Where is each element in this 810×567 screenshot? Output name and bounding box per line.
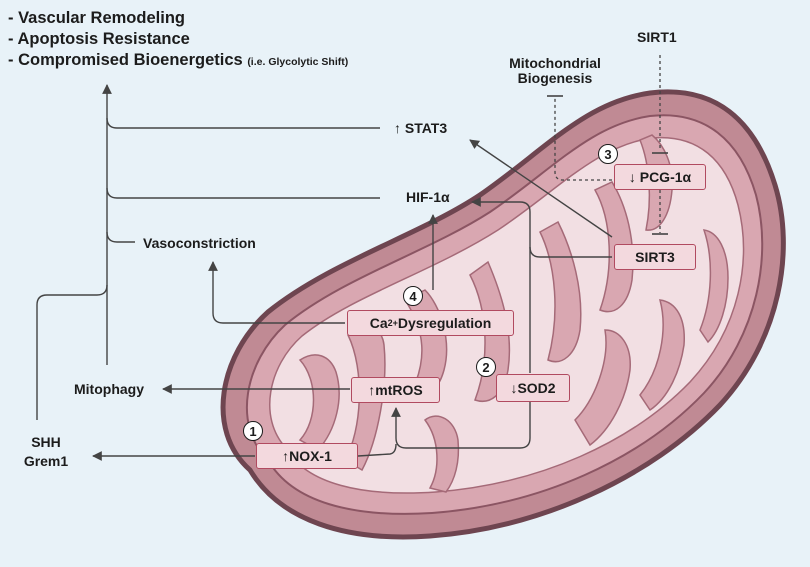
inhibition-lines — [554, 55, 661, 233]
shh-line — [36, 284, 108, 420]
hif1a-label: HIF-1α — [406, 189, 450, 205]
step-3-marker: 3 — [598, 144, 618, 164]
step-2-marker: 2 — [476, 357, 496, 377]
sod2-to-mtros-arrow — [391, 402, 531, 449]
grem1-label: Grem1 — [23, 453, 69, 469]
sirt1-label: SIRT1 — [637, 29, 677, 45]
outcome-bioenergetics-note: (i.e. Glycolytic Shift) — [247, 56, 349, 69]
outcomes-list: - Vascular Remodeling - Apoptosis Resist… — [8, 9, 348, 72]
crista — [574, 329, 631, 447]
stat3-branch — [106, 117, 380, 129]
outcome-vascular-remodeling: - Vascular Remodeling — [8, 9, 185, 27]
crista — [593, 181, 634, 313]
ca-to-vasoconstriction-arrow — [208, 261, 345, 324]
mitophagy-label: Mitophagy — [74, 381, 144, 397]
sirt3-sod2-line — [529, 246, 612, 258]
stat3-label: ↑ STAT3 — [394, 120, 448, 136]
vasoconstriction-label: Vasoconstriction — [143, 235, 256, 251]
step-4-marker: 4 — [403, 286, 423, 306]
crista — [639, 299, 685, 412]
ca-charge: 2+ — [387, 318, 398, 328]
step-1-marker: 1 — [243, 421, 263, 441]
shh-label: SHH — [31, 434, 61, 450]
sirt3-box: SIRT3 — [614, 244, 696, 270]
crista — [298, 354, 340, 451]
crista — [423, 415, 460, 493]
sirt3-to-stat3-arrow — [469, 139, 613, 238]
sod2-box: ↓SOD2 — [496, 374, 570, 402]
nox1-link — [357, 443, 397, 457]
dysregulation-label: Dysregulation — [397, 315, 492, 331]
mitochondrial-biogenesis-label: Mitochondrial Biogenesis — [509, 55, 601, 87]
vasoconstriction-branch — [106, 231, 135, 243]
sod2-to-hif-arrow — [471, 197, 531, 373]
outcome-compromised-bioenergetics: - Compromised Bioenergetics (i.e. Glycol… — [8, 51, 348, 69]
nox1-box: ↑NOX-1 — [256, 443, 358, 469]
ca-label: Ca — [369, 315, 388, 331]
connector-lines — [36, 84, 613, 461]
outcome-apoptosis-resistance: - Apoptosis Resistance — [8, 30, 190, 49]
crista — [699, 229, 729, 344]
hif-branch — [106, 187, 380, 199]
outcome-bioenergetics-label: - Compromised Bioenergetics — [8, 51, 243, 70]
pgc1a-box: ↓ PCG-1α — [614, 164, 706, 190]
mtros-box: ↑mtROS — [351, 377, 440, 403]
inhibition-bars — [547, 95, 668, 235]
pgc1a-to-biogenesis — [554, 96, 612, 181]
